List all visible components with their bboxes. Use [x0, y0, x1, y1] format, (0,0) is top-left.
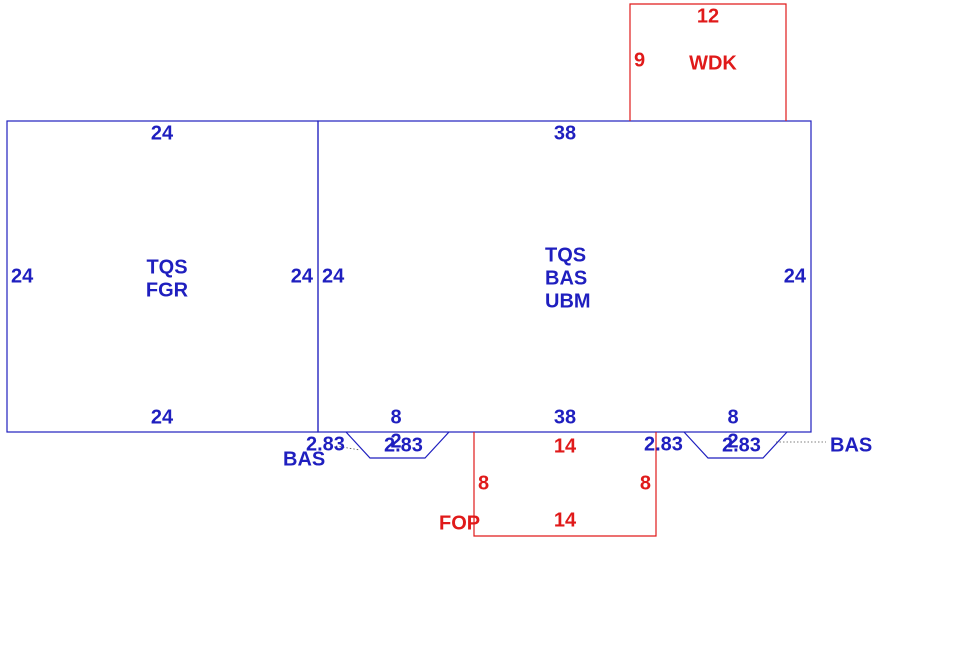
bay-right-depth-dimension: 2	[727, 430, 738, 452]
deck-outline	[629, 3, 787, 121]
main-area-outline	[317, 120, 812, 433]
main-top-dimension: 38	[554, 122, 576, 144]
porch-top-dimension: 14	[554, 435, 577, 457]
bay-left-leader	[335, 445, 361, 451]
main-code-2: BAS	[545, 267, 587, 289]
main-bottom-dimension: 38	[554, 406, 576, 428]
deck-top-dimension: 12	[697, 5, 719, 27]
bay-right-side-left-dimension: 2.83	[644, 433, 683, 455]
porch-right-dimension: 8	[640, 472, 651, 494]
bay-right-outline	[683, 431, 788, 459]
porch-bottom-dimension: 14	[554, 509, 577, 531]
bay-left-side-right-dimension: 2.83	[384, 434, 423, 456]
main-code-3: UBM	[545, 290, 591, 312]
main-right-dimension: 24	[784, 265, 807, 287]
porch-left-dimension: 8	[478, 472, 489, 494]
bay-right-side-right-dimension: 2.83	[722, 434, 761, 456]
bay-left-outline	[345, 431, 450, 459]
bay-right-top-dimension: 8	[727, 406, 738, 428]
main-left-dimension: 24	[322, 265, 345, 287]
deck-code: WDK	[689, 52, 737, 74]
garage-code-2: FGR	[146, 279, 189, 301]
porch-code: FOP	[439, 512, 480, 534]
garage-code-1: TQS	[146, 256, 187, 278]
deck-left-dimension: 9	[634, 49, 645, 71]
garage-left-dimension: 24	[11, 265, 34, 287]
garage-right-dimension: 24	[291, 265, 314, 287]
bay-left-side-left-dimension: 2.83	[306, 433, 345, 455]
bay-left-top-dimension: 8	[390, 406, 401, 428]
garage-top-dimension: 24	[151, 122, 174, 144]
bay-left-code: BAS	[283, 448, 325, 470]
main-code-1: TQS	[545, 244, 586, 266]
garage-bottom-dimension: 24	[151, 406, 174, 428]
porch-outline	[473, 432, 657, 537]
bay-left-depth-dimension: 2	[390, 430, 401, 452]
bay-right-code: BAS	[830, 434, 872, 456]
